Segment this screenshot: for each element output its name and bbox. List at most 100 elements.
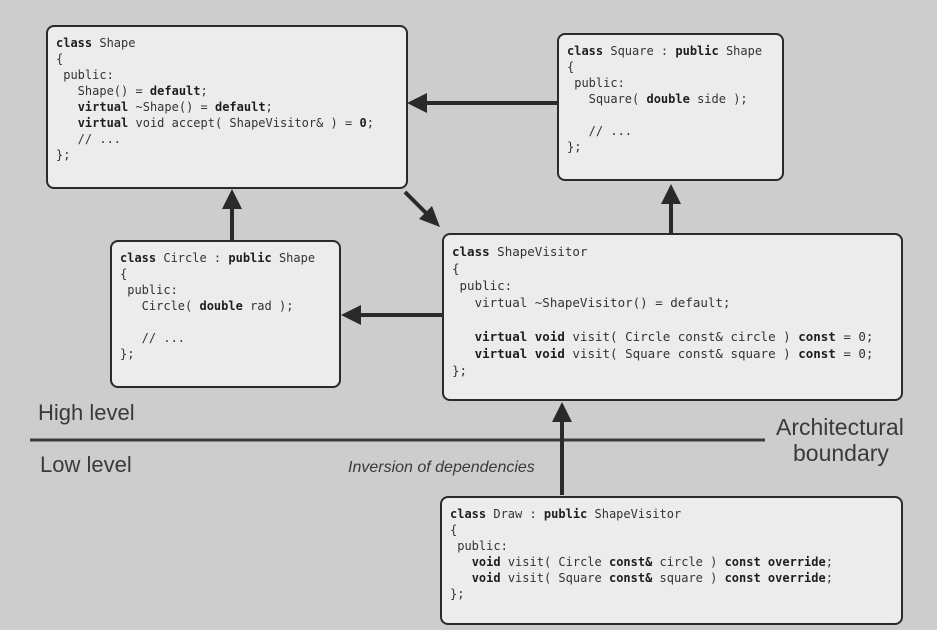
code-line: void visit( Circle const& circle ) const…: [450, 554, 893, 570]
code-text: Shape: [271, 251, 316, 265]
code-keyword: public: [228, 251, 272, 265]
code-line: virtual ~Shape() = default;: [56, 99, 398, 115]
code-text: = 0;: [835, 329, 874, 344]
code-line: Square( double side );: [567, 91, 774, 107]
code-text: public:: [450, 539, 508, 553]
code-line: {: [56, 51, 398, 67]
code-text: [450, 571, 472, 585]
code-line: {: [452, 260, 893, 277]
code-text: [56, 100, 78, 114]
code-line: // ...: [567, 123, 774, 139]
code-text: ;: [825, 571, 833, 585]
code-line: virtual void visit( Square const& square…: [452, 345, 893, 362]
code-text: Shape: [718, 44, 763, 58]
code-text: Circle :: [156, 251, 229, 265]
code-line: // ...: [56, 131, 398, 147]
code-keyword: public: [543, 507, 588, 521]
code-line: virtual void accept( ShapeVisitor& ) = 0…: [56, 115, 398, 131]
code-line: };: [56, 147, 398, 163]
code-text: Shape() =: [56, 84, 150, 98]
code-line: {: [567, 59, 774, 75]
code-line: class Circle : public Shape: [120, 250, 331, 266]
code-line: };: [120, 346, 331, 362]
code-text: side );: [689, 92, 748, 106]
code-text: ;: [265, 100, 273, 114]
arrowhead-square-to-shape: [407, 93, 427, 113]
code-text: {: [120, 267, 128, 281]
architectural-label: Architectural: [776, 414, 904, 440]
code-text: square ): [652, 571, 725, 585]
code-keyword: class: [56, 36, 93, 50]
code-keyword: public: [675, 44, 719, 58]
code-text: Circle(: [120, 299, 200, 313]
code-line: public:: [450, 538, 893, 554]
high-level-label: High level: [38, 400, 135, 425]
code-keyword: const override: [724, 571, 826, 585]
code-line: Shape() = default;: [56, 83, 398, 99]
code-text: circle ): [652, 555, 725, 569]
low-level-label: Low level: [40, 452, 132, 477]
code-line: public:: [56, 67, 398, 83]
shape-class-box: class Shape{ public: Shape() = default; …: [46, 25, 408, 189]
code-keyword: class: [450, 507, 487, 521]
inversion-of-dependencies-label: Inversion of dependencies: [348, 459, 535, 476]
code-text: [452, 346, 475, 361]
code-text: };: [56, 148, 71, 162]
code-text: Shape: [92, 36, 136, 50]
code-text: };: [452, 363, 468, 378]
code-line: virtual ~ShapeVisitor() = default;: [452, 294, 893, 311]
boundary-label: boundary: [793, 440, 889, 466]
code-line: };: [450, 586, 893, 602]
code-keyword: double: [199, 299, 243, 313]
code-text: rad );: [242, 299, 294, 313]
code-line: class ShapeVisitor: [452, 243, 893, 260]
code-text: Square :: [603, 44, 676, 58]
draw-class-box: class Draw : public ShapeVisitor{ public…: [440, 496, 903, 625]
code-text: [56, 116, 78, 130]
code-line: {: [450, 522, 893, 538]
arrowhead-circle-to-shape: [222, 189, 242, 209]
code-keyword: class: [452, 244, 490, 259]
code-line: [452, 311, 893, 328]
code-text: ~Shape() =: [128, 100, 215, 114]
code-text: {: [567, 60, 575, 74]
code-keyword: void: [471, 555, 501, 569]
code-text: virtual ~ShapeVisitor() = default;: [452, 295, 731, 310]
code-text: ;: [825, 555, 833, 569]
code-text: void accept( ShapeVisitor& ) =: [128, 116, 360, 130]
code-keyword: 0: [359, 116, 367, 130]
code-keyword: class: [120, 251, 157, 265]
code-text: // ...: [567, 124, 633, 138]
arrowhead-visitor-to-square: [661, 184, 681, 204]
code-keyword: virtual void: [474, 346, 565, 361]
code-text: [452, 329, 475, 344]
circle-class-box: class Circle : public Shape{ public: Cir…: [110, 240, 341, 388]
code-text: ShapeVisitor: [489, 244, 588, 259]
code-text: public:: [56, 68, 114, 82]
code-line: };: [452, 362, 893, 379]
code-keyword: virtual: [77, 100, 129, 114]
code-line: public:: [452, 277, 893, 294]
code-keyword: virtual void: [474, 329, 565, 344]
code-keyword: default: [149, 84, 201, 98]
code-text: visit( Square const& square ): [564, 346, 799, 361]
code-text: };: [120, 347, 135, 361]
code-line: // ...: [120, 330, 331, 346]
code-text: visit( Square: [500, 571, 609, 585]
code-text: [450, 555, 472, 569]
code-line: [567, 107, 774, 123]
code-text: {: [56, 52, 64, 66]
code-line: [120, 314, 331, 330]
code-line: public:: [120, 282, 331, 298]
code-text: visit( Circle const& circle ): [564, 329, 799, 344]
code-line: public:: [567, 75, 774, 91]
code-text: {: [450, 523, 458, 537]
arrowhead-visitor-to-circle: [341, 305, 361, 325]
code-keyword: default: [214, 100, 266, 114]
code-keyword: virtual: [77, 116, 129, 130]
code-line: virtual void visit( Circle const& circle…: [452, 328, 893, 345]
code-text: public:: [452, 278, 513, 293]
code-text: Square(: [567, 92, 647, 106]
code-text: };: [450, 587, 465, 601]
